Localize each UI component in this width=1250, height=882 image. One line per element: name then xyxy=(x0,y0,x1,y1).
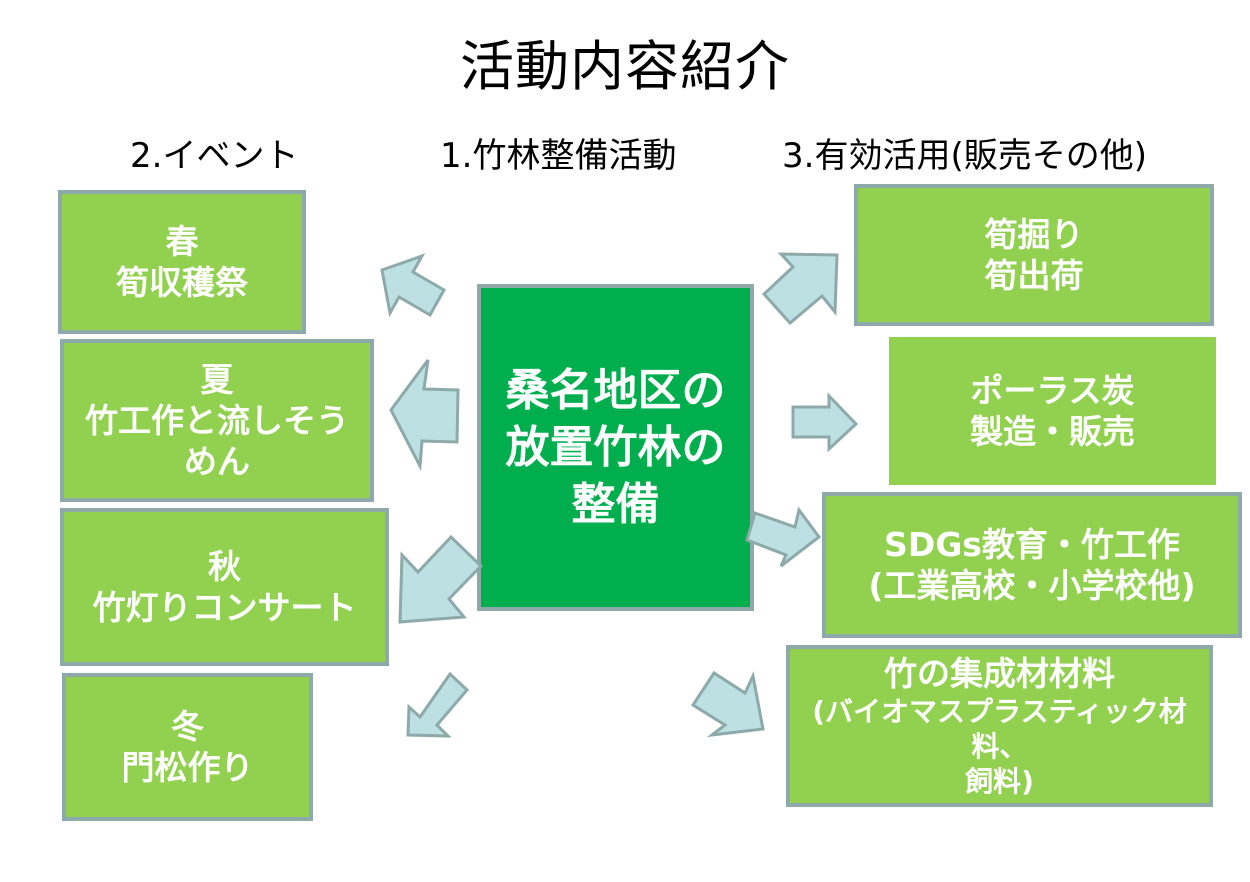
event-box-winter: 冬 門松作り xyxy=(62,673,313,821)
use-laminated-title: 竹の集成材材料 xyxy=(884,653,1115,693)
arrow-up-right-icon xyxy=(761,252,839,326)
arrow-down-left-icon xyxy=(398,534,484,624)
use-box-laminated-material: 竹の集成材材料 (バイオマスプラスティック材料、 飼料) xyxy=(786,645,1213,807)
center-text: 桑名地区の 放置竹林の 整備 xyxy=(505,364,726,531)
event-autumn-text: 秋 竹灯りコンサート xyxy=(92,546,357,627)
event-spring-text: 春 筍収穫祭 xyxy=(116,221,248,302)
center-box-bamboo-maintenance: 桑名地区の 放置竹林の 整備 xyxy=(477,284,754,611)
event-box-autumn: 秋 竹灯りコンサート xyxy=(60,508,389,666)
use-bamboo-shoots-text: 筍掘り 筍出荷 xyxy=(984,214,1084,295)
event-summer-text: 夏 竹工作と流しそう めん xyxy=(85,359,349,482)
column-heading-events: 2.イベント xyxy=(130,136,299,176)
arrow-right-icon xyxy=(791,392,859,453)
column-heading-utilization: 3.有効活用(販売その他) xyxy=(782,136,1147,176)
use-box-bamboo-shoots: 筍掘り 筍出荷 xyxy=(854,184,1214,326)
column-heading-maintenance: 1.竹林整備活動 xyxy=(440,136,677,176)
event-winter-text: 冬 門松作り xyxy=(121,706,254,787)
use-porous-charcoal-text: ポーラス炭 製造・販売 xyxy=(970,370,1135,451)
use-box-sdgs-education: SDGs教育・竹工作 (工業高校・小学校他) xyxy=(822,492,1242,638)
arrow-right-down-icon xyxy=(745,506,822,568)
use-laminated-text: (バイオマスプラスティック材料、 飼料) xyxy=(812,695,1187,799)
page-title: 活動内容紹介 xyxy=(460,35,790,98)
arrow-down-right-icon xyxy=(690,670,765,738)
arrow-up-left-icon xyxy=(380,253,447,318)
event-box-spring: 春 筍収穫祭 xyxy=(58,190,306,334)
use-box-porous-charcoal: ポーラス炭 製造・販売 xyxy=(889,337,1216,485)
arrow-left-icon xyxy=(389,359,460,472)
event-box-summer: 夏 竹工作と流しそう めん xyxy=(60,339,374,502)
use-sdgs-text: SDGs教育・竹工作 (工業高校・小学校他) xyxy=(868,524,1196,605)
arrow-down-left-small-icon xyxy=(406,671,470,738)
